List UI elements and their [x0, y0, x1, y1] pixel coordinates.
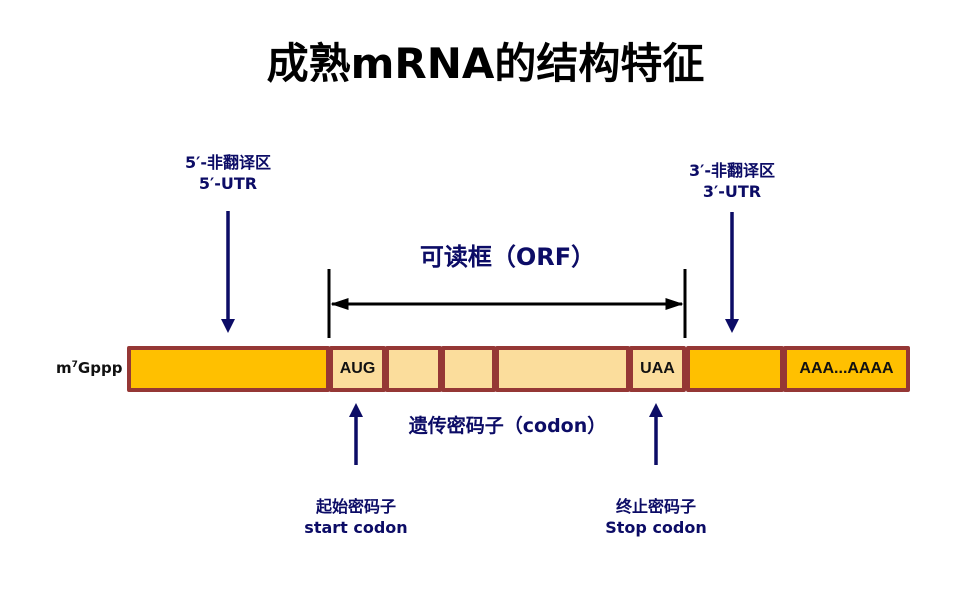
start-codon-label-en: start codon: [304, 518, 408, 537]
orf-label: 可读框（ORF）: [419, 243, 596, 271]
poly-a-tail: AAA...AAAA: [783, 346, 910, 392]
segment-label: AAA...AAAA: [799, 360, 894, 377]
codon-box-3: [441, 346, 496, 392]
start-codon-label: 起始密码子 start codon: [276, 496, 436, 538]
cap-label-sup: 7: [71, 360, 78, 370]
start-codon-box: AUG: [329, 346, 386, 392]
cap-label: m7Gppp: [56, 359, 122, 377]
stop-codon-label-en: Stop codon: [605, 518, 707, 537]
stop-codon-box: UAA: [629, 346, 686, 392]
utr5-label-cn: 5′-非翻译区: [185, 153, 271, 172]
segment-label: UAA: [640, 360, 675, 377]
utr5-label: 5′-非翻译区 5′-UTR: [148, 152, 308, 194]
utr5-label-en: 5′-UTR: [198, 174, 258, 193]
utr3-label: 3′-非翻译区 3′-UTR: [652, 160, 812, 202]
segment-label: AUG: [339, 360, 376, 377]
cap-label-base: m: [56, 359, 72, 377]
cap-label-rest: Gppp: [77, 359, 123, 377]
codon-label: 遗传密码子（codon）: [408, 415, 607, 437]
page-title: 成熟mRNA的结构特征: [266, 39, 705, 88]
3-utr-segment: [686, 346, 784, 392]
stop-codon-label-cn: 终止密码子: [615, 497, 696, 516]
utr3-label-cn: 3′-非翻译区: [689, 161, 775, 180]
start-codon-label-cn: 起始密码子: [315, 497, 396, 516]
utr3-label-en: 3′-UTR: [702, 182, 762, 201]
5-utr-segment: [127, 346, 330, 392]
stop-codon-label: 终止密码子 Stop codon: [576, 496, 736, 538]
codon-box-2: [385, 346, 442, 392]
coding-region: [495, 346, 630, 392]
